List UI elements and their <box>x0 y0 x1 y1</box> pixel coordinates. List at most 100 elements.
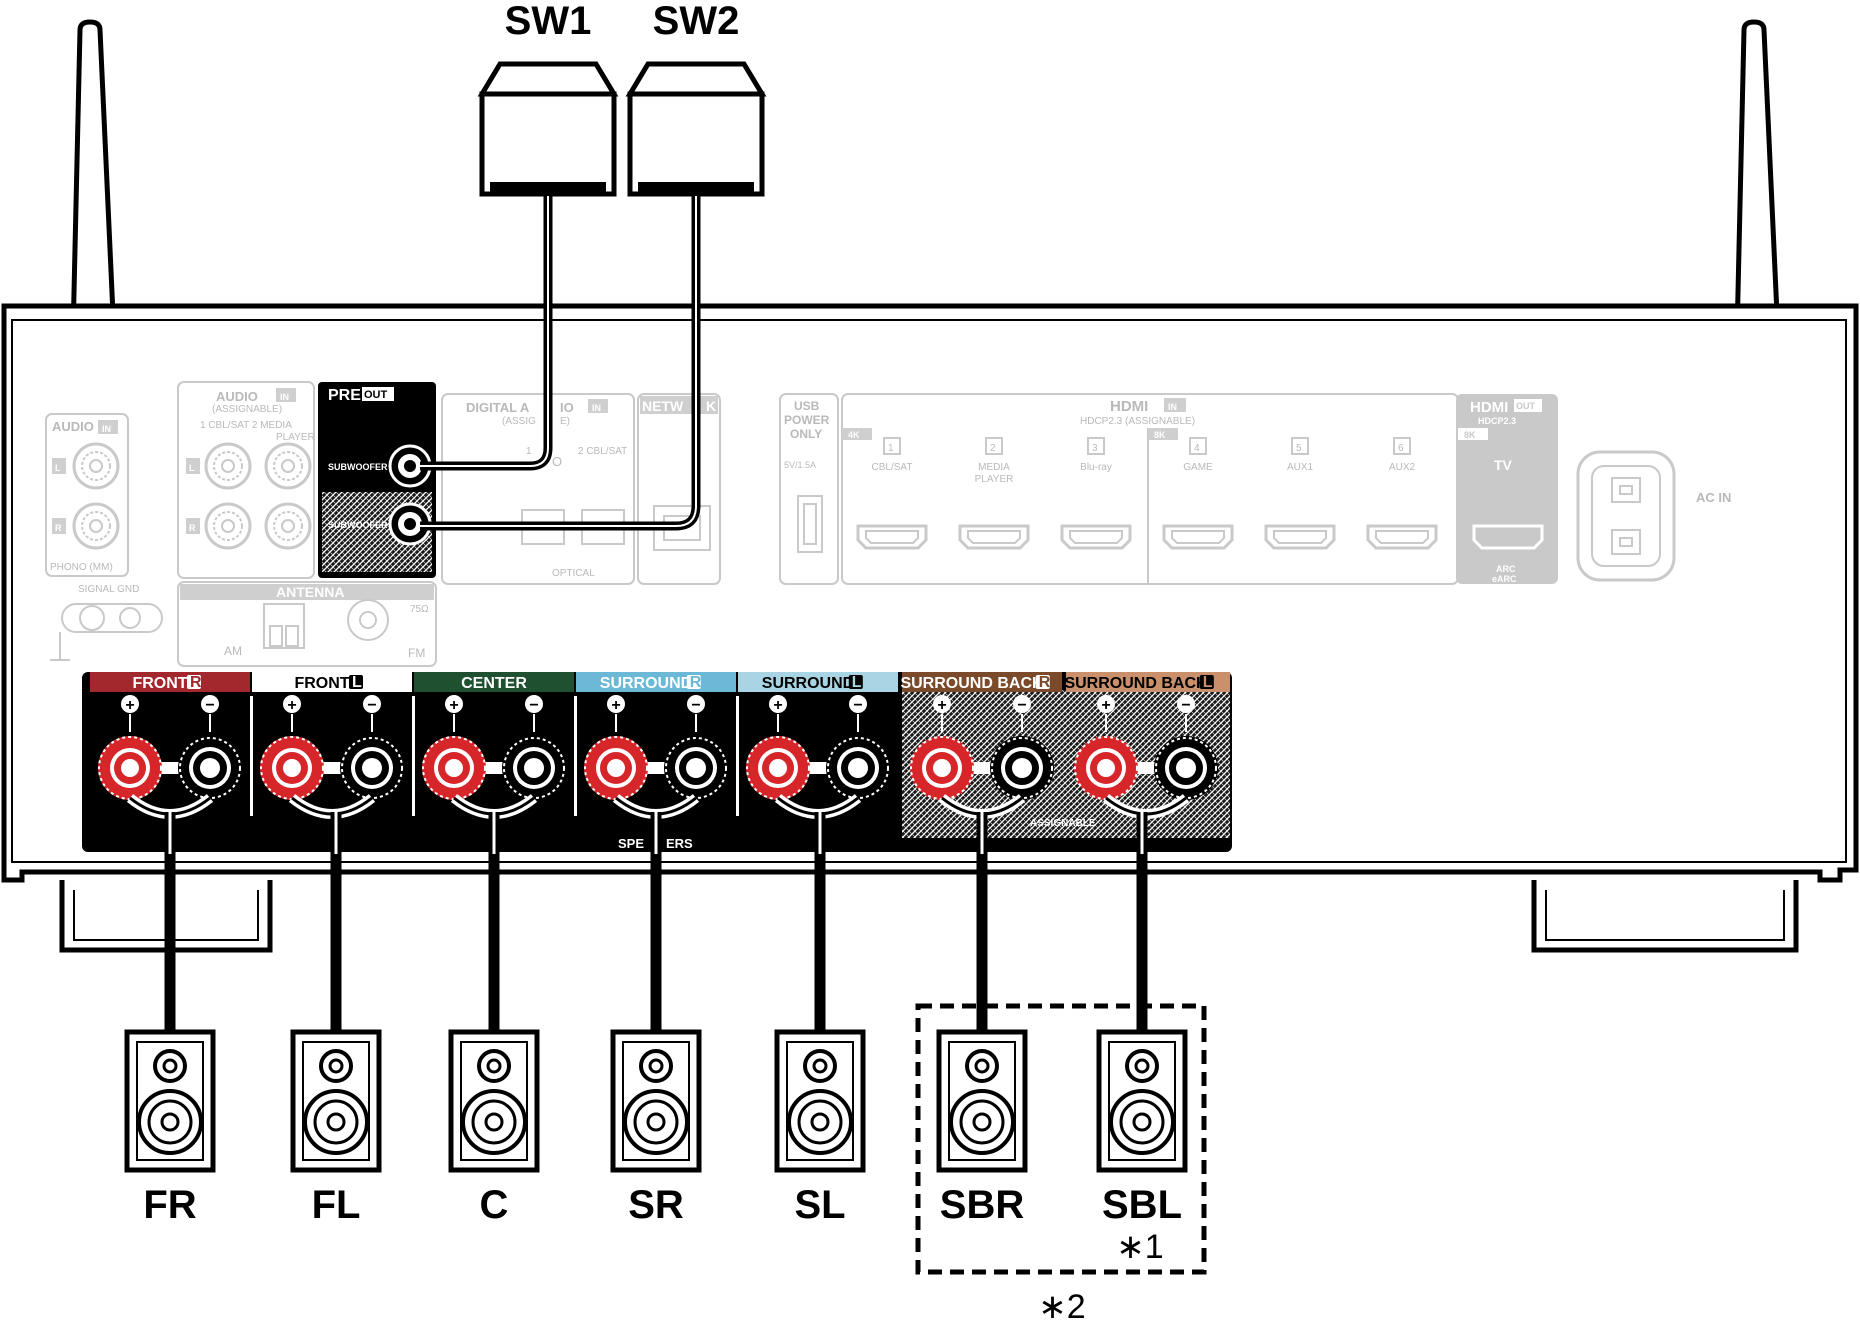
svg-text:IO: IO <box>560 400 574 415</box>
svg-text:−: − <box>691 697 700 714</box>
note-2: ∗2 <box>1038 1288 1085 1326</box>
speaker-sr: SR <box>613 794 699 1227</box>
svg-text:SURROUND BACK: SURROUND BACK <box>900 675 1044 692</box>
svg-text:1: 1 <box>526 446 532 457</box>
ac-in-socket: AC IN <box>1576 450 1731 582</box>
svg-text:6: 6 <box>1398 443 1404 454</box>
speaker-terminal-pair-5: +− <box>909 695 1055 801</box>
svg-text:O: O <box>552 454 562 469</box>
speaker-tab-2: CENTER <box>414 672 574 692</box>
antenna-terminal-panel: ANTENNA AM 75Ω FM <box>177 581 437 667</box>
svg-text:FM: FM <box>408 646 425 660</box>
svg-text:1 CBL/SAT 2 MEDIA: 1 CBL/SAT 2 MEDIA <box>200 420 292 431</box>
subwoofer-2-jack <box>388 502 432 546</box>
svg-text:+: + <box>773 697 782 714</box>
svg-text:L: L <box>55 463 61 473</box>
svg-text:−: − <box>205 697 214 714</box>
pre-out-panel: PRE OUT SUBWOOFER 1 SUBWOOFER 2 <box>318 382 436 578</box>
subwoofer-1: SW1 <box>477 0 619 197</box>
svg-text:PRE: PRE <box>328 387 361 404</box>
svg-text:NETW: NETW <box>642 398 684 414</box>
svg-text:+: + <box>125 697 134 714</box>
svg-text:−: − <box>853 697 862 714</box>
svg-text:PLAYER: PLAYER <box>276 432 315 443</box>
phono-label: PHONO (MM) <box>50 562 113 573</box>
svg-text:E): E) <box>560 416 570 427</box>
svg-text:FRONT: FRONT <box>294 675 349 692</box>
svg-text:−: − <box>1181 697 1190 714</box>
svg-text:R: R <box>690 674 702 691</box>
svg-text:IN: IN <box>280 392 289 402</box>
svg-text:AUDIO: AUDIO <box>216 389 258 404</box>
svg-text:SURROUND: SURROUND <box>600 675 692 692</box>
speaker-label-fl: FL <box>312 1183 361 1227</box>
speakers-label: SPE <box>618 836 644 851</box>
speaker-sbl: SBL <box>1099 794 1190 1227</box>
subwoofer-2: SW2 <box>625 0 767 197</box>
speaker-terminal-pair-0: +− <box>97 695 243 801</box>
svg-text:USB: USB <box>794 399 820 413</box>
svg-text:Blu-ray: Blu-ray <box>1080 462 1112 473</box>
svg-text:8K: 8K <box>1464 430 1476 440</box>
svg-text:IN: IN <box>592 403 601 413</box>
svg-text:5V/1.5A: 5V/1.5A <box>784 460 816 470</box>
svg-text:K: K <box>706 398 716 414</box>
digital-audio-panel: DIGITAL A IO IN (ASSIG E) 1 O 2 CBL/SAT … <box>441 393 635 585</box>
svg-text:R: R <box>55 523 62 533</box>
svg-text:+: + <box>937 697 946 714</box>
phono-input-panel: AUDIO IN L R PHONO (MM) SIGNAL GND <box>45 413 163 661</box>
svg-text:OUT: OUT <box>364 389 388 401</box>
svg-text:MEDIA: MEDIA <box>978 462 1010 473</box>
svg-text:eARC: eARC <box>1492 574 1517 584</box>
speaker-terminal-pair-2: +− <box>421 695 567 801</box>
svg-text:FRONT: FRONT <box>132 675 187 692</box>
svg-text:AC IN: AC IN <box>1696 490 1731 505</box>
svg-text:+: + <box>287 697 296 714</box>
sw2-label: SW2 <box>653 0 740 43</box>
speaker-sl: SL <box>777 794 863 1227</box>
audio-in-left-label: AUDIO <box>52 419 94 434</box>
svg-text:3: 3 <box>1092 443 1098 454</box>
speaker-label-sbr: SBR <box>940 1183 1025 1227</box>
speaker-label-sbl: SBL <box>1102 1183 1182 1227</box>
svg-text:ARC: ARC <box>1496 564 1516 574</box>
svg-text:4K: 4K <box>848 430 860 440</box>
audio-in-panel: AUDIO IN (ASSIGNABLE) 1 CBL/SAT 2 MEDIA … <box>177 381 315 579</box>
svg-text:AM: AM <box>224 644 242 658</box>
svg-text:L: L <box>852 674 862 691</box>
svg-text:POWER: POWER <box>784 413 830 427</box>
svg-text:ONLY: ONLY <box>790 427 822 441</box>
svg-text:−: − <box>529 697 538 714</box>
svg-text:ANTENNA: ANTENNA <box>276 584 344 600</box>
svg-text:AUX2: AUX2 <box>1389 462 1416 473</box>
svg-text:TV: TV <box>1494 457 1513 473</box>
speaker-label-sr: SR <box>628 1183 684 1227</box>
sw1-label: SW1 <box>505 0 592 43</box>
svg-text:−: − <box>367 697 376 714</box>
svg-text:OPTICAL: OPTICAL <box>552 568 595 579</box>
svg-text:HDMI: HDMI <box>1110 398 1148 415</box>
svg-text:CENTER: CENTER <box>461 675 527 692</box>
svg-text:+: + <box>449 697 458 714</box>
svg-text:HDCP2.3 (ASSIGNABLE): HDCP2.3 (ASSIGNABLE) <box>1080 416 1195 427</box>
svg-text:75Ω: 75Ω <box>410 604 429 615</box>
speaker-label-c: C <box>480 1183 509 1227</box>
speaker-terminal-pair-1: +− <box>259 695 405 801</box>
svg-text:+: + <box>611 697 620 714</box>
usb-panel: USB POWER ONLY 5V/1.5A <box>779 393 839 585</box>
speaker-fl: FL <box>288 794 379 1227</box>
signal-gnd-label: SIGNAL GND <box>78 584 139 595</box>
svg-text:SURROUND BACK: SURROUND BACK <box>1064 675 1208 692</box>
svg-text:(ASSIGNABLE): (ASSIGNABLE) <box>212 404 282 415</box>
svg-text:R: R <box>1039 674 1051 691</box>
subwoofer-1-label: SUBWOOFER 1 <box>328 462 395 472</box>
svg-text:PLAYER: PLAYER <box>975 474 1014 485</box>
svg-text:2: 2 <box>990 443 996 454</box>
svg-text:R: R <box>190 674 202 691</box>
